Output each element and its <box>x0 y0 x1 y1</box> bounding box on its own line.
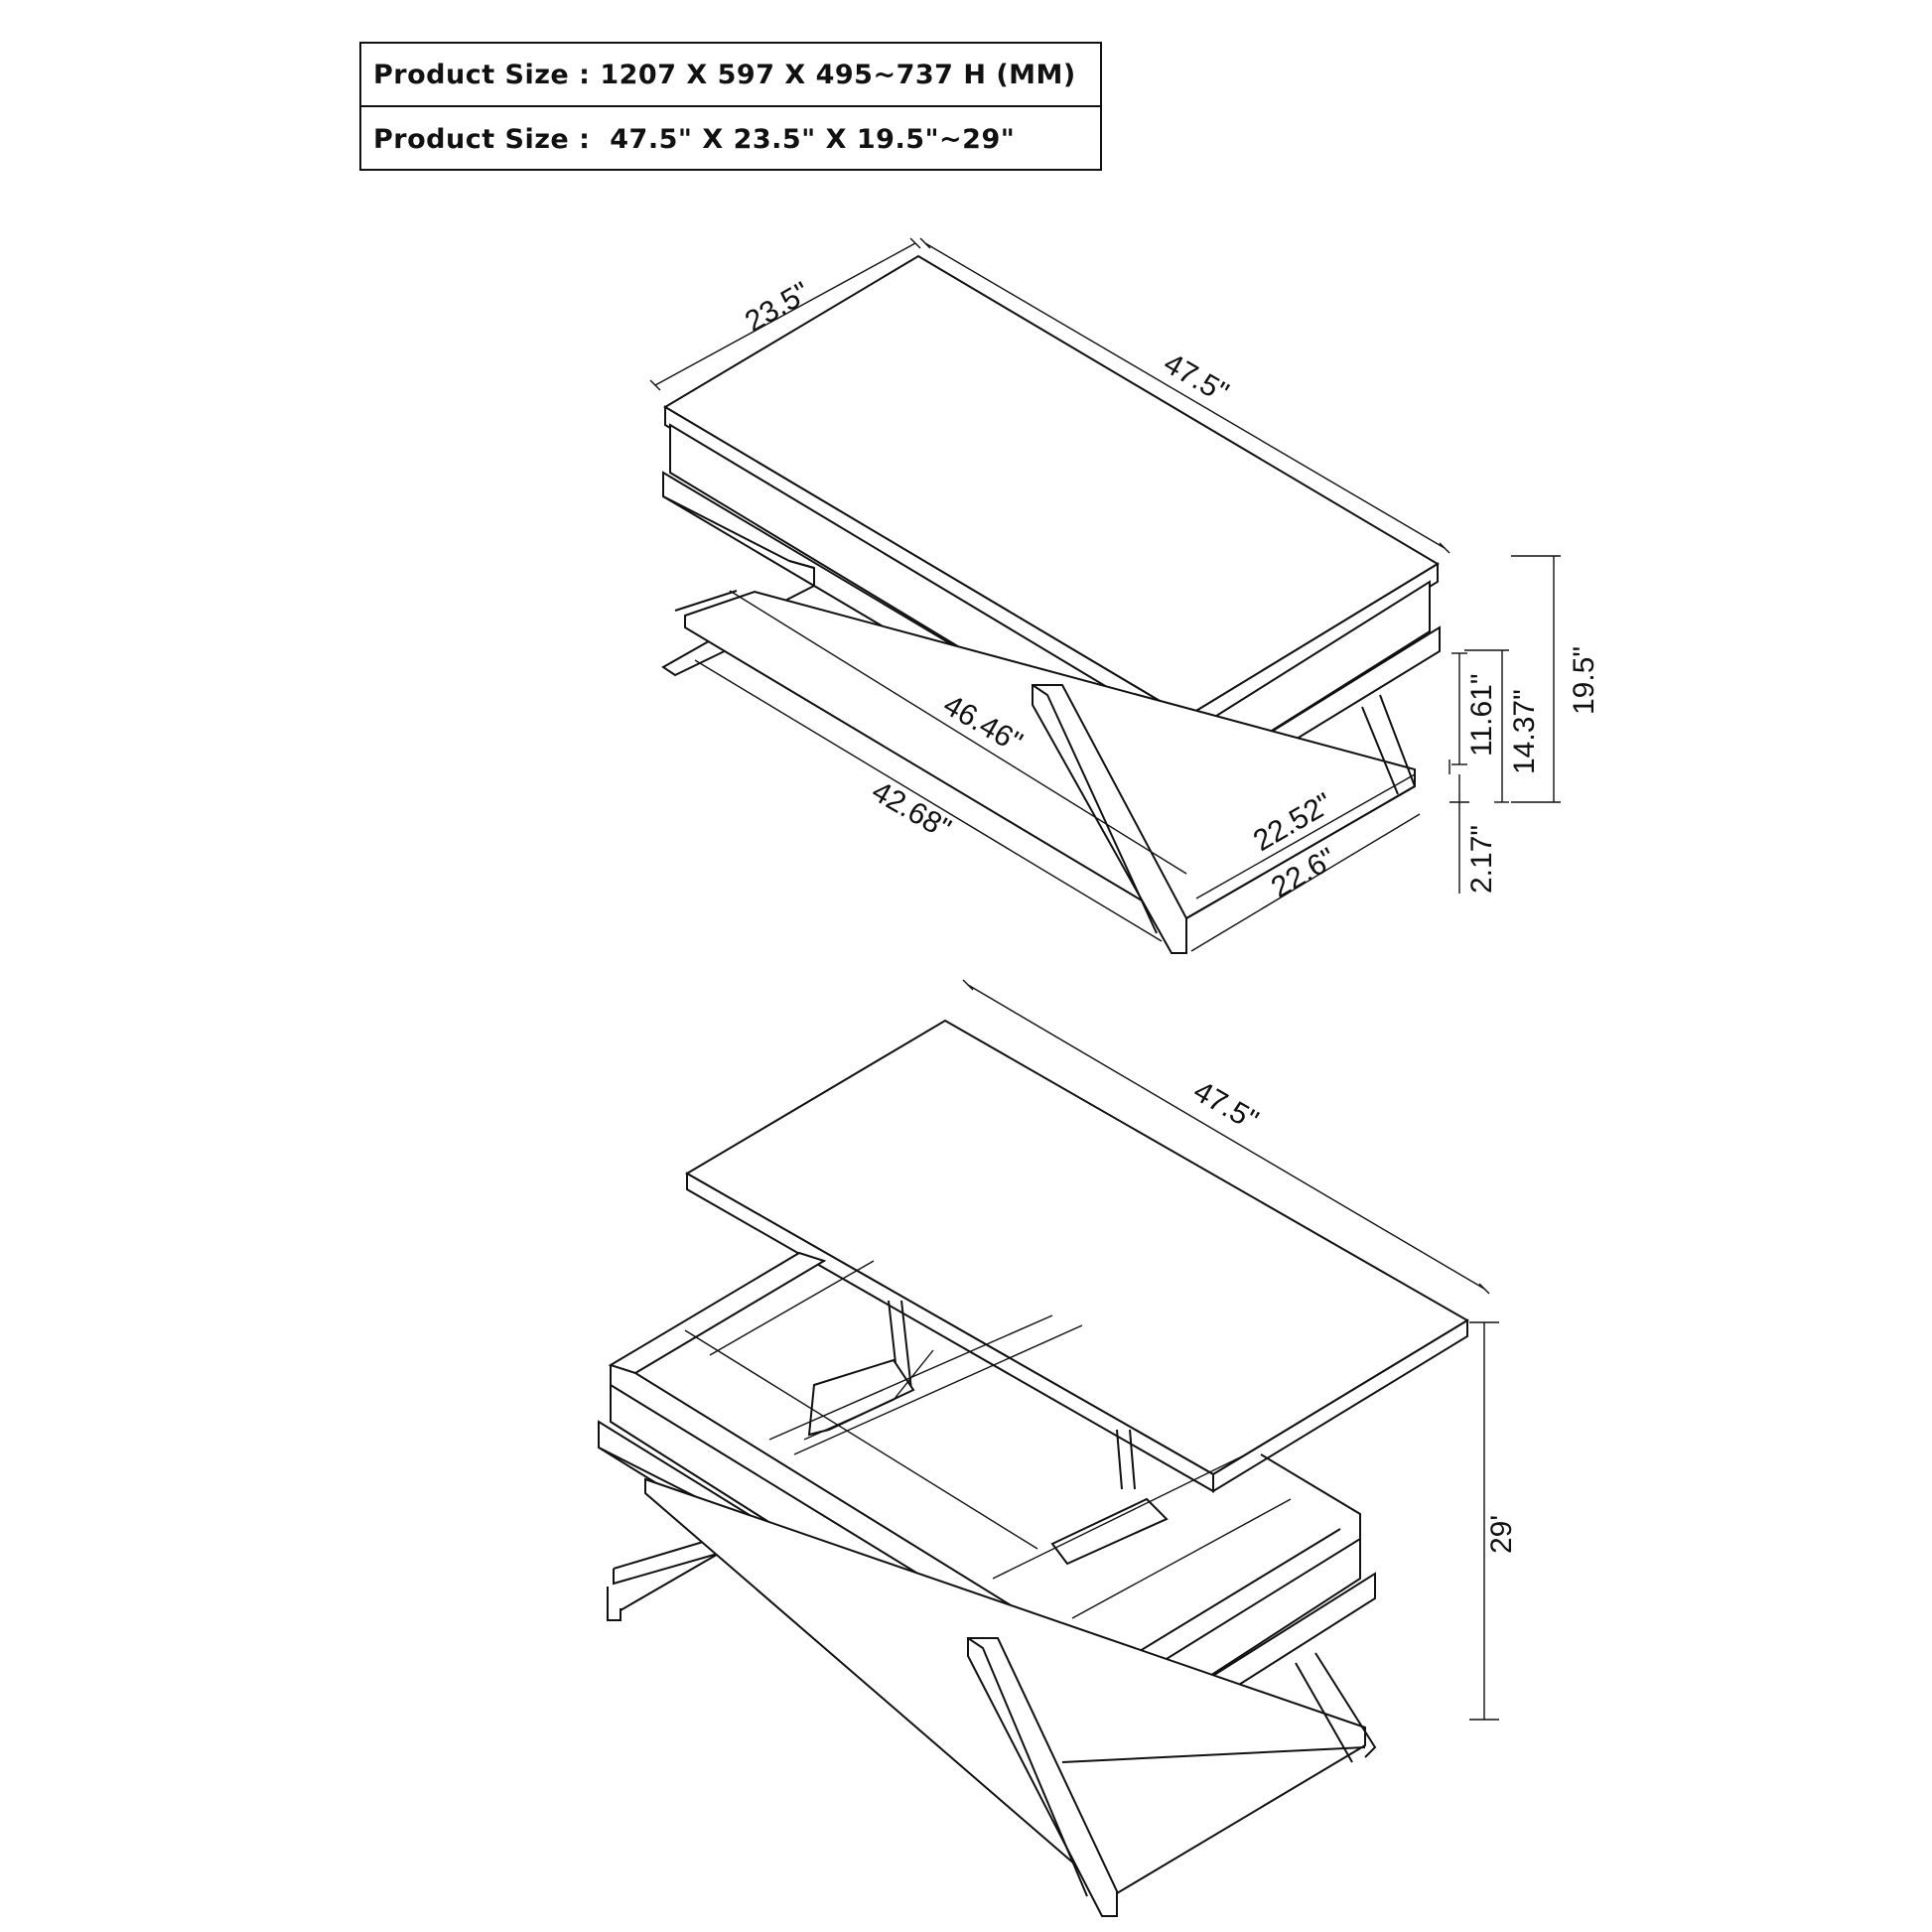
open-dim-length-line <box>967 984 1485 1290</box>
spec-label: Product Size : <box>373 59 591 90</box>
spec-row-metric: Product Size : 1207 X 597 X 495~737 H (M… <box>361 44 1100 105</box>
box-end-top <box>1260 1453 1361 1539</box>
dim-shelf-length: 42.68" <box>867 774 957 845</box>
dim-height-mid: 14.37" <box>1508 689 1541 774</box>
spec-value: 47.5" X 23.5" X 19.5"~29" <box>610 123 1016 155</box>
left-leg-diagonal <box>661 624 738 677</box>
spec-value: 1207 X 597 X 495~737 H (MM) <box>600 59 1076 90</box>
dim-height-total: 19.5" <box>1568 646 1600 715</box>
spec-row-imperial: Product Size : 47.5" X 23.5" X 19.5"~29" <box>361 105 1100 171</box>
box-back-left <box>608 1251 827 1375</box>
open-right-back-leg <box>1314 1652 1377 1758</box>
hinge-left <box>807 1358 915 1437</box>
dim-shelf-thickness: 2.17" <box>1465 825 1498 894</box>
dimension-lines <box>649 237 1561 952</box>
spec-label: Product Size : <box>373 123 591 155</box>
closed-table: 23.5" 47.5" 46.46" 42.68" 22.52" 22.6" 1… <box>649 237 1600 954</box>
product-size-table: Product Size : 1207 X 597 X 495~737 H (M… <box>359 42 1102 171</box>
hinge-right <box>1050 1497 1169 1566</box>
open-dim-top-length: 47.5" <box>1188 1074 1264 1137</box>
dim-height-lower: 11.61" <box>1465 674 1498 758</box>
raised-top-end <box>1212 1318 1468 1493</box>
open-right-leg <box>967 1637 1118 1917</box>
open-table: 47.5" 29' <box>598 979 1518 1917</box>
right-leg <box>1032 684 1187 954</box>
open-dim-height-raised: 29' <box>1485 1515 1518 1554</box>
lift-mechanism <box>803 1300 1169 1566</box>
dim-top-length: 47.5" <box>1159 346 1234 409</box>
right-back-leg <box>1379 694 1416 787</box>
